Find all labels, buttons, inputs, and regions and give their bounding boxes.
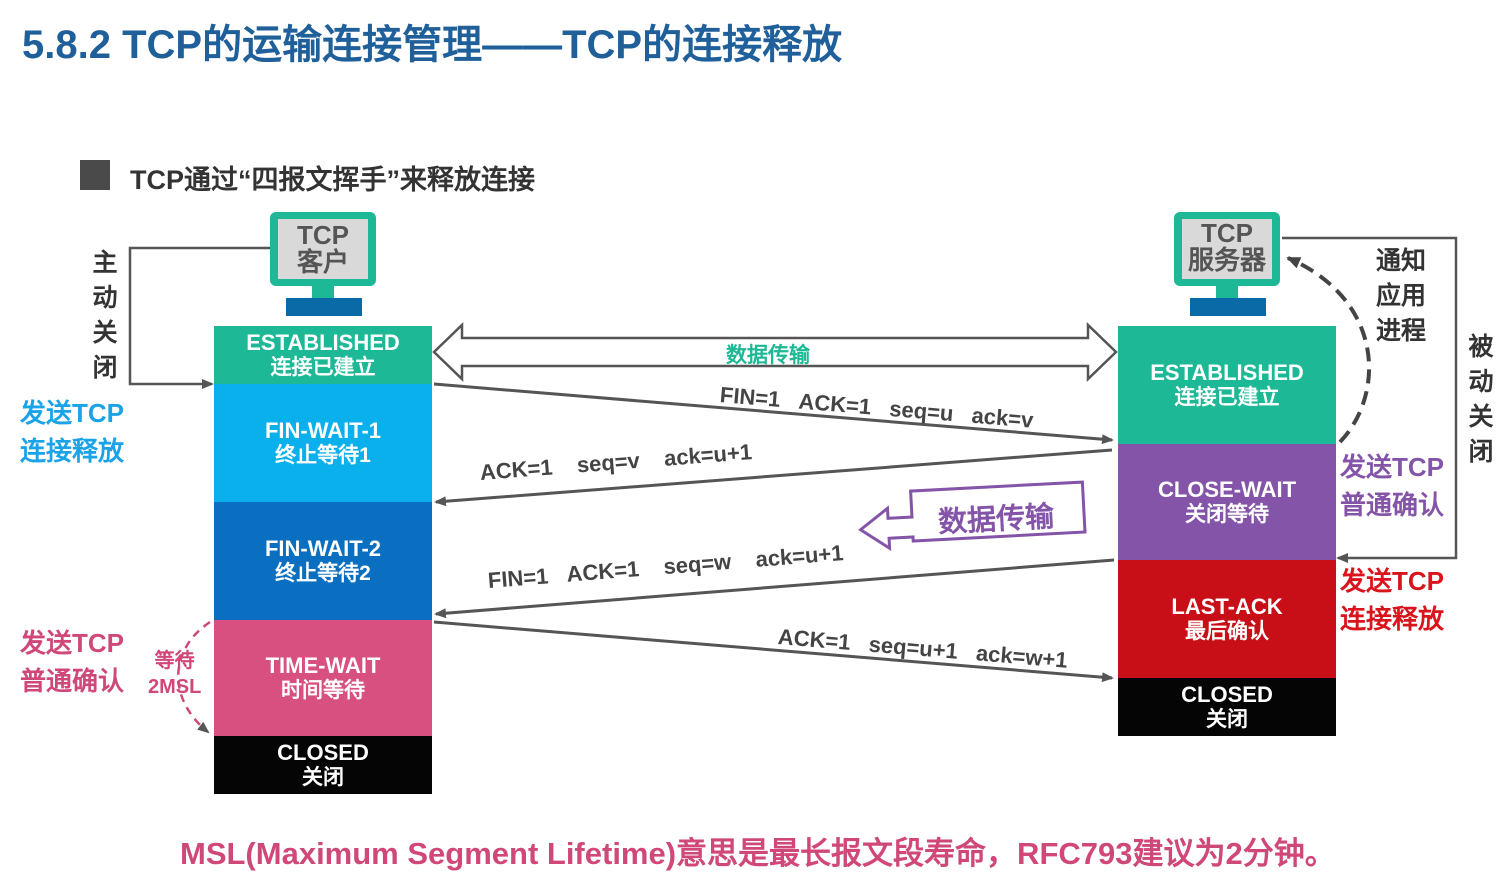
msg1-line <box>433 382 1114 445</box>
page-title: 5.8.2 TCP的运输连接管理——TCP的连接释放 <box>22 23 843 67</box>
purple-data-arrow <box>857 480 1087 552</box>
data-transfer-double-arrow <box>432 322 1118 382</box>
data-transfer-label-2: 数据传输 <box>937 500 1055 540</box>
client-computer-icon <box>270 212 376 316</box>
server-send-release-label: 发送TCP 连接释放 <box>1340 566 1445 634</box>
footer-note: MSL(Maximum Segment Lifetime)意思是最长报文段寿命，… <box>180 836 1336 871</box>
subtitle: TCP通过“四报文挥手”来释放连接 <box>130 165 535 195</box>
msg3-line <box>434 558 1115 619</box>
client-send-release-label: 发送TCP 连接释放 <box>20 398 125 466</box>
client-send-ack-label: 发送TCP 普通确认 <box>20 628 125 696</box>
bullet-square <box>80 160 110 190</box>
data-transfer-label: 数据传输 <box>726 344 810 367</box>
server-send-ack-label: 发送TCP 普通确认 <box>1340 452 1445 520</box>
server-computer-label: TCP 服务器 <box>1187 218 1266 275</box>
msg4-line <box>433 620 1114 683</box>
msg2-line <box>434 448 1113 507</box>
passive-close-bracket <box>1282 236 1458 563</box>
notify-app-label: 通知 应用 进程 <box>1376 247 1427 345</box>
active-close-label: 主 动 关 闭 <box>92 249 118 382</box>
notify-dashed-arrow <box>1286 256 1372 444</box>
wait-2msl-label: 等待 2MSL <box>148 650 202 698</box>
active-close-bracket <box>128 246 270 389</box>
passive-close-label: 被 动 关 闭 <box>1468 333 1494 466</box>
wait-2msl-dashed-arrow <box>177 620 211 734</box>
server-computer-icon <box>1174 212 1280 316</box>
client-computer-label: TCP 客户 <box>296 220 349 277</box>
